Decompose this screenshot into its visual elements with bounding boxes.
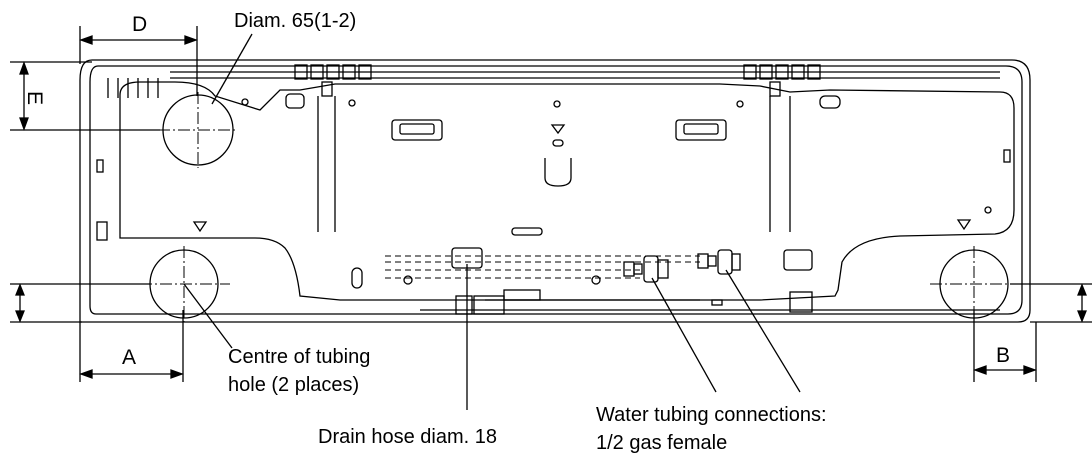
dimension-D-line xyxy=(79,26,198,96)
hook-slot-left xyxy=(391,119,443,141)
hook-slot-right xyxy=(675,119,727,141)
small-slot xyxy=(769,81,781,97)
dimension-right-small xyxy=(1010,283,1092,323)
small-hole xyxy=(591,275,601,285)
triangle-marker xyxy=(550,124,566,135)
small-hole xyxy=(984,206,992,214)
side-tab xyxy=(1003,149,1011,163)
dimension-B-line xyxy=(973,310,1037,382)
small-hole xyxy=(553,100,561,108)
triangle-marker xyxy=(956,219,972,231)
small-hole xyxy=(403,275,413,285)
mounting-plate-outline xyxy=(119,81,1015,301)
dimension-A-label: A xyxy=(122,346,137,369)
small-hole xyxy=(348,99,356,107)
drain-hose-label: Drain hose diam. 18 xyxy=(318,426,497,448)
water-tubing-label-line2: 1/2 gas female xyxy=(596,432,728,454)
small-slot xyxy=(552,139,564,147)
left-vent-slats xyxy=(107,78,159,98)
lower-slot xyxy=(783,249,813,271)
centre-tubing-label-line1: Centre of tubing xyxy=(228,346,371,368)
dimension-A-line xyxy=(79,310,184,382)
leader-centre xyxy=(183,283,233,349)
small-hole xyxy=(241,98,249,106)
crosshairs xyxy=(140,92,1020,322)
centre-tubing-label-line2: hole (2 places) xyxy=(228,374,360,396)
leader-diam xyxy=(211,33,253,105)
side-tab xyxy=(96,159,104,173)
side-tab xyxy=(96,221,108,241)
dimension-left-small xyxy=(10,283,150,323)
water-tubing-label-line1: Water tubing connections: xyxy=(596,404,827,426)
small-hole xyxy=(736,100,744,108)
leader-water-2 xyxy=(725,269,801,393)
small-slot xyxy=(819,95,841,109)
dimension-E-label: E xyxy=(23,90,47,106)
triangle-marker xyxy=(192,221,208,233)
unit-outer-outline xyxy=(79,59,1031,323)
leader-water-1 xyxy=(651,277,717,393)
diam-hole-label: Diam. 65(1-2) xyxy=(234,10,357,32)
bottom-bracket-details xyxy=(420,289,1000,315)
small-slot xyxy=(321,81,333,97)
dimension-E-line xyxy=(10,61,160,131)
unit-inner-outline xyxy=(89,65,1023,315)
top-slots-right xyxy=(743,64,821,80)
small-slot xyxy=(511,227,543,236)
center-cutout xyxy=(544,158,572,187)
dimension-D-label: D xyxy=(132,13,148,36)
lower-oval xyxy=(351,267,363,289)
tubing-dashed-lines xyxy=(385,255,700,279)
top-slots-left xyxy=(294,64,372,80)
small-slot xyxy=(285,93,305,109)
tubing-fittings xyxy=(623,249,741,283)
dimension-B-label: B xyxy=(996,344,1011,367)
